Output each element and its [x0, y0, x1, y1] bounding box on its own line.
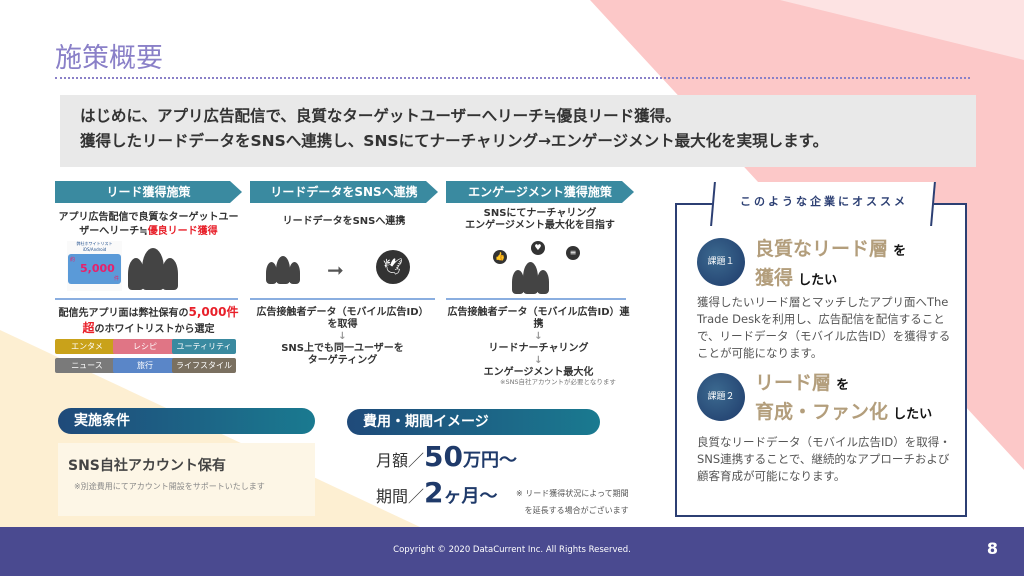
flow-arrow: ↓: [338, 331, 347, 342]
like-icon: 👍: [493, 250, 507, 264]
issue-title-text: したい: [798, 273, 838, 288]
conditions-main: SNS自社アカウント保有: [68, 458, 226, 474]
divider: [55, 298, 238, 300]
monthly-cost: 月額／50万円〜: [376, 440, 517, 473]
step-header: エンゲージメント獲得施策: [446, 181, 634, 203]
whitelist-title: 弊社ホワイトリスト: [76, 241, 113, 246]
step-header: リード獲得施策: [55, 181, 242, 203]
note-text: 配信先アプリ面は弊社保有の: [58, 308, 189, 319]
copyright: Copyright © 2020 DataCurrent Inc. All Ri…: [393, 545, 631, 555]
step-flow: 広告接触者データ（モバイル広告ID）連携 ↓ リードナーチャリング ↓ エンゲー…: [446, 307, 631, 379]
issue-title-gold: 育成・ファン化: [755, 401, 889, 423]
issue-desc-1: 獲得したいリード層とマッチしたアプリ面へThe Trade Deskを利用し、広…: [697, 295, 951, 360]
whitelist-suffix: 件: [113, 276, 119, 282]
cost-note-line: を延長する場合がございます: [524, 506, 629, 515]
flow-arrow: ↓: [534, 355, 543, 366]
sns-note: ※SNS自社アカウントが必要となります: [500, 378, 616, 386]
flow-text: 広告接触者データ（モバイル広告ID）: [256, 307, 429, 318]
flow-arrow: ↓: [534, 331, 543, 342]
period-label: 期間／: [376, 487, 425, 506]
conditions-header: 実施条件: [58, 408, 315, 434]
intro-line-2: 獲得したリードデータをSNSへ連携し、SNSにてナーチャリング→エンゲージメント…: [80, 132, 829, 150]
step-header: リードデータをSNSへ連携: [250, 181, 438, 203]
step-desc-highlight: 優良リード獲得: [147, 226, 218, 237]
issue-title-text: を: [893, 244, 907, 259]
issue-title-gold: 良質なリード層: [755, 238, 889, 260]
step-desc: リードデータをSNSへ連携: [282, 216, 406, 227]
issue-title-2: リード層 を 育成・ファン化 したい: [755, 370, 932, 428]
monthly-unit: 万円〜: [462, 450, 517, 471]
step-desc: アプリ広告配信で良質なターゲットユーザーへリーチ≒: [58, 212, 239, 237]
whitelist-prefix: 約: [70, 257, 76, 263]
step-desc: エンゲージメント最大化を目指す: [465, 220, 615, 231]
step-flow: 広告接触者データ（モバイル広告ID） を取得 ↓ SNS上でも同一ユーザーを タ…: [250, 307, 435, 367]
cost-note-line: ※ リード獲得状況によって期間: [516, 489, 629, 498]
whitelist-image: 弊社ホワイトリスト iOS/Android 約 5,000 件: [67, 241, 122, 291]
conditions-note: ※別途費用にてアカウント開設をサポートいたします: [74, 482, 265, 491]
issue-title-text: したい: [893, 407, 933, 422]
cost-note: ※ リード獲得状況によって期間 を延長する場合がございます: [516, 485, 629, 519]
category-tag-lifestyle: ライフスタイル: [172, 358, 236, 373]
category-tag-utility: ユーティリティ: [172, 339, 236, 354]
people-group-icon: [128, 248, 178, 290]
issue-badge-1: 課題１: [697, 238, 745, 286]
issue-title-gold: リード層: [755, 372, 832, 394]
flow-text: を取得: [327, 319, 358, 330]
category-tag-entertainment: エンタメ: [55, 339, 119, 354]
issue-title-text: を: [836, 378, 850, 393]
step-engagement: エンゲージメント獲得施策 SNSにてナーチャリング エンゲージメント最大化を目指…: [446, 181, 634, 232]
flow-text: リードナーチャリング: [488, 343, 589, 354]
intro-line-1: はじめに、アプリ広告配信で、良質なターゲットユーザーへリーチ≒優良リード獲得。: [80, 107, 681, 125]
whitelist-count: 5,000: [80, 262, 115, 275]
step-lead-acquisition: リード獲得施策 アプリ広告配信で良質なターゲットユーザーへリーチ≒優良リード獲得: [55, 181, 242, 239]
footer: Copyright © 2020 DataCurrent Inc. All Ri…: [0, 527, 1024, 576]
category-tag-recipe: レシピ: [113, 339, 177, 354]
page-title: 施策概要: [55, 43, 163, 74]
period-unit: ヶ月〜: [443, 486, 498, 507]
comment-icon: ≡: [566, 246, 580, 260]
note-highlight: 5,000件超: [82, 305, 239, 335]
category-tag-news: ニュース: [55, 358, 119, 373]
monthly-label: 月額／: [376, 451, 425, 470]
step-sns-link: リードデータをSNSへ連携 リードデータをSNSへ連携: [250, 181, 438, 229]
flow-text: エンゲージメント最大化: [483, 367, 594, 378]
arrow-right-icon: ➞: [327, 258, 344, 282]
twitter-icon: 🕊: [376, 250, 410, 284]
heart-icon: ♥: [531, 241, 545, 255]
step-desc: SNSにてナーチャリング: [483, 208, 597, 219]
divider: [250, 298, 435, 300]
flow-text: SNS上でも同一ユーザーを: [281, 343, 404, 354]
issue-title-gold: 獲得: [755, 267, 794, 289]
flow-text: 広告接触者データ（モバイル広告ID）連携: [447, 307, 630, 330]
cost-header: 費用・期間イメージ: [347, 409, 600, 435]
issue-title-1: 良質なリード層 を 獲得 したい: [755, 236, 906, 294]
page-number: 8: [986, 539, 998, 558]
note-text: のホワイトリストから選定: [94, 324, 215, 335]
flow-text: ターゲティング: [307, 355, 378, 366]
period-value: 2: [424, 476, 444, 509]
period: 期間／2ヶ月〜: [376, 476, 498, 509]
title-divider: [55, 77, 970, 79]
issue-desc-2: 良質なリードデータ（モバイル広告ID）を取得・SNS連携することで、継続的なアプ…: [697, 435, 951, 483]
people-group-icon: [266, 256, 300, 284]
whitelist-sub: iOS/Android: [82, 247, 107, 252]
recommend-header: このような企業にオススメ: [740, 195, 908, 208]
intro-box: はじめに、アプリ広告配信で、良質なターゲットユーザーへリーチ≒優良リード獲得。 …: [60, 95, 976, 167]
category-tag-travel: 旅行: [113, 358, 177, 373]
issue-badge-2: 課題２: [697, 373, 745, 421]
people-group-icon: [512, 262, 549, 294]
conditions-box: SNS自社アカウント保有 ※別途費用にてアカウント開設をサポートいたします: [58, 443, 315, 516]
divider: [446, 298, 626, 300]
whitelist-note: 配信先アプリ面は弊社保有の5,000件超のホワイトリストから選定: [55, 305, 242, 337]
monthly-value: 50: [424, 440, 463, 473]
